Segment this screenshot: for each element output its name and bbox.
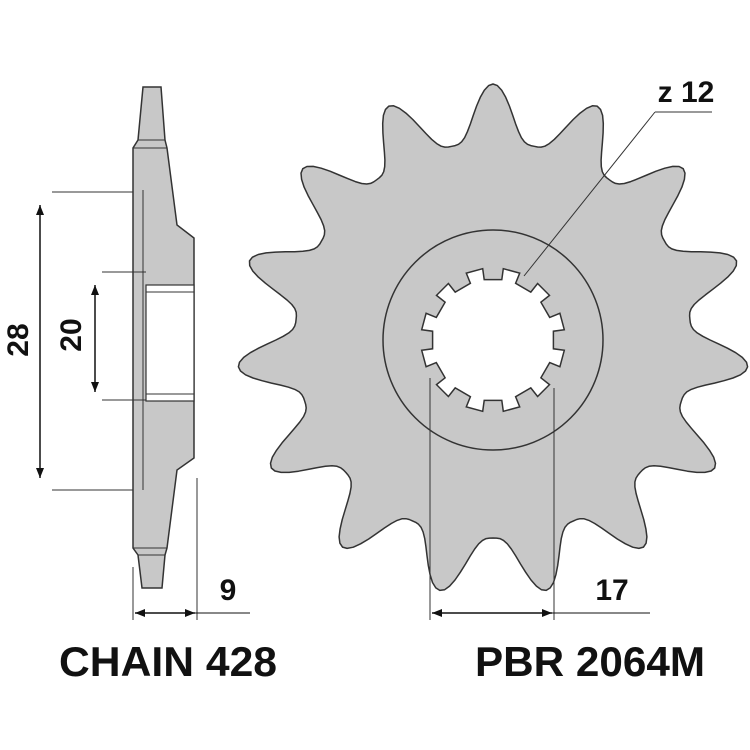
dim-20-text: 20 [55, 318, 88, 351]
side-bore [145, 284, 195, 402]
tooth-count-label: z 12 [658, 76, 715, 109]
dim-9-text: 9 [220, 574, 237, 607]
side-view: 28 20 9 [2, 86, 250, 620]
hub-circle [382, 229, 604, 451]
dim-28-text: 28 [2, 323, 35, 356]
front-view: z 12 17 [237, 76, 749, 620]
spline-bore [420, 267, 566, 413]
chain-label: CHAIN 428 [59, 638, 277, 685]
part-number-label: PBR 2064M [475, 638, 705, 685]
tooth-count-leader [523, 111, 656, 277]
dim-17-text: 17 [595, 574, 628, 607]
